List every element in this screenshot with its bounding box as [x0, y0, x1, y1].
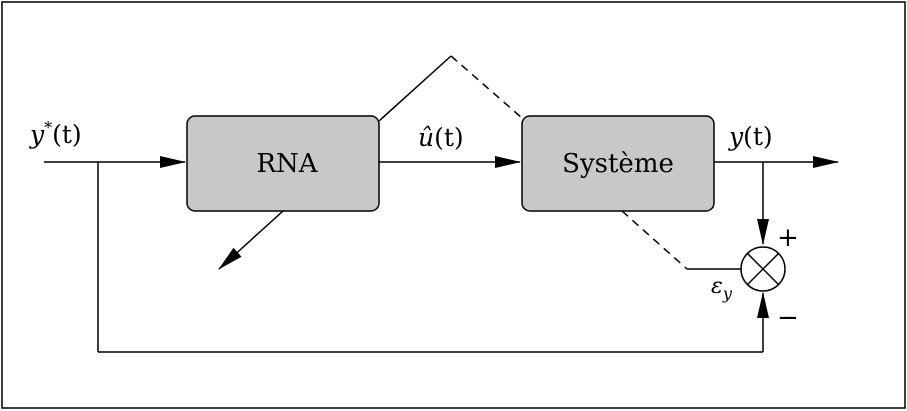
comparator-cross-b — [746, 252, 780, 286]
rna-label: RNA — [256, 149, 318, 179]
error-dashed-line — [621, 210, 688, 270]
adaptation-arrow — [218, 210, 284, 270]
output-signal-label: y(t) — [728, 122, 773, 151]
comparator-plus: + — [777, 223, 799, 253]
systeme-label: Système — [562, 149, 674, 179]
reference-signal-label: y*(t) — [29, 118, 82, 149]
control-signal-label: û(t) — [418, 123, 464, 152]
comparator-minus: − — [777, 303, 799, 333]
learning-dashed-down — [450, 55, 523, 119]
learning-line-up — [378, 55, 452, 122]
systeme-block — [521, 115, 715, 212]
error-signal-label: εy — [711, 274, 733, 303]
